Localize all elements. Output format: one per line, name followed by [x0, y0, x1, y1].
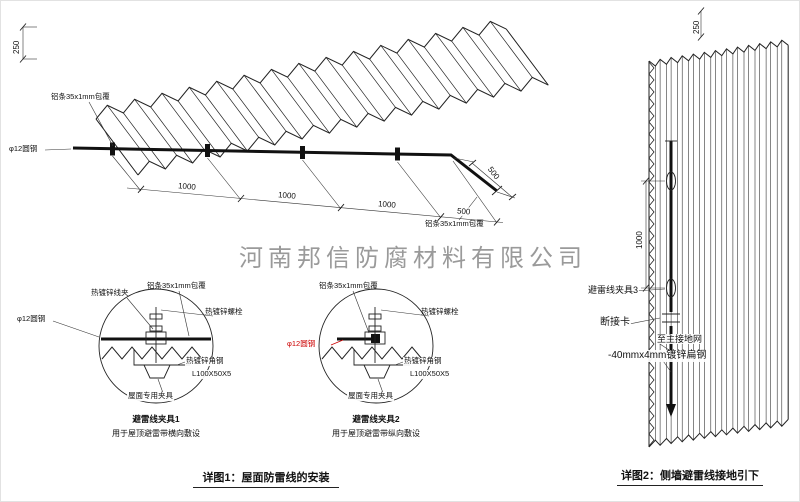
label-disconnect-link: 断接卡: [599, 317, 631, 329]
label-d2-alu: 铝条35x1mm包覆: [319, 281, 378, 290]
roof-width-dimension: [453, 157, 517, 201]
label-d1-angle-steel: 热镀锌角钢: [185, 356, 225, 366]
detail1-subtitle: 用于屋顶避雷带横向敷设: [112, 429, 200, 438]
static-linework: [19, 7, 705, 417]
label-d2-round-steel: φ12圆钢: [287, 339, 316, 348]
label-round-steel-roof: φ12圆钢: [9, 144, 38, 153]
detail1-view: [52, 288, 214, 404]
roof-leader-lines: [44, 101, 478, 221]
roof-conductor-line: [72, 146, 498, 193]
detail1-title: 避雷线夹具1: [132, 414, 180, 424]
detail2-view: [318, 288, 434, 404]
label-wall-clamp3: 避雷线夹具3: [587, 285, 640, 296]
label-to-main-grid: 至主接地网: [656, 334, 704, 345]
dim-1000-a: 1000: [176, 181, 198, 193]
dim-wall-250: 250: [692, 20, 701, 34]
label-d1-round-steel: φ12圆钢: [17, 314, 46, 323]
figure1-caption: 详图1：屋面防雷线的安装: [193, 469, 339, 488]
label-alu-strip-right: 铝条35x1mm包覆: [425, 219, 484, 228]
detail2-title: 避雷线夹具2: [352, 414, 400, 424]
dim-wall-1000: 1000: [635, 230, 645, 250]
roof-conductor-clamps: [110, 142, 400, 161]
detail2-subtitle: 用于屋顶避雷带纵向敷设: [332, 429, 420, 438]
figure2-caption: 详图2：侧墙避雷线接地引下: [617, 467, 763, 486]
label-d2-bolt: 热镀锌螺栓: [421, 307, 459, 316]
label-flat-steel: -40mmx4mm镀锌扁钢: [607, 350, 708, 362]
roof-eave-dimension: [19, 23, 37, 63]
company-watermark: 河南邦信防腐材料有限公司: [239, 246, 587, 272]
label-alu-strip-top: 铝条35x1mm包覆: [51, 92, 110, 101]
label-d1-angle-spec: L100X50X5: [191, 369, 233, 379]
roof-dimension-chain: [112, 155, 504, 226]
label-d1-alu: 铝条35x1mm包覆: [147, 281, 206, 290]
label-d1-clamp: 热镀锌线夹: [91, 288, 129, 297]
label-d2-angle-spec: L100X50X5: [409, 369, 451, 379]
dim-500: 500: [455, 206, 472, 217]
dim-1000-b: 1000: [276, 190, 298, 202]
wall-view: [628, 7, 705, 417]
label-d1-bolt: 热镀锌螺栓: [205, 307, 243, 316]
label-d1-fixture: 屋面专用夹具: [127, 391, 174, 401]
dim-1000-c: 1000: [376, 199, 398, 211]
label-d2-angle-steel: 热镀锌角钢: [403, 356, 443, 366]
dim-eave-250: 250: [12, 40, 21, 54]
label-d2-fixture: 屋面专用夹具: [347, 391, 394, 401]
